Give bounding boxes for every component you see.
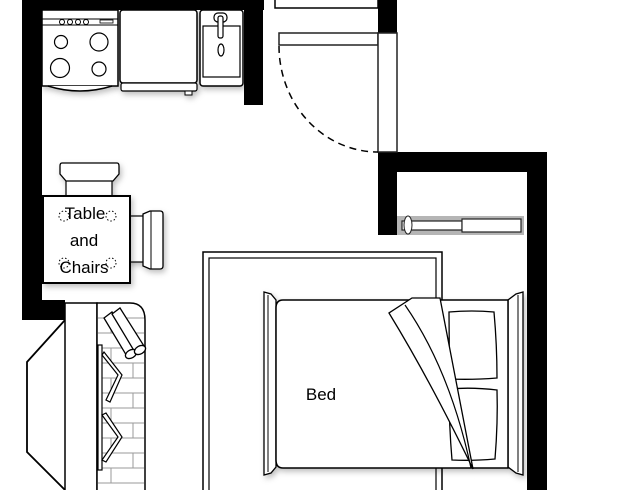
table-label-line1: Table — [65, 204, 106, 223]
wall-right — [527, 152, 547, 490]
walls — [22, 0, 547, 490]
wall-door-jamb — [378, 0, 397, 33]
chair-top — [59, 162, 120, 199]
table-label-line3: Chairs — [59, 258, 108, 277]
pillow-top — [448, 310, 498, 380]
wall-kitchen-right — [244, 0, 263, 105]
closet-rod — [397, 215, 524, 235]
chair-right — [127, 210, 164, 270]
bed-label: Bed — [306, 385, 336, 404]
table — [42, 195, 131, 284]
fireplace-hearth — [26, 319, 66, 490]
door-frame — [278, 32, 379, 46]
bed: Bed — [263, 291, 524, 476]
entry-door[interactable] — [278, 32, 398, 153]
blanket-fold — [388, 297, 474, 470]
sink — [199, 9, 244, 87]
door-panel[interactable] — [377, 32, 398, 153]
table-and-chairs: Table and Chairs — [42, 162, 164, 284]
fireplace — [26, 302, 147, 490]
wall-left — [22, 0, 42, 320]
wall-closet-top — [378, 152, 547, 172]
headboard — [507, 291, 524, 476]
door-swing-arc — [278, 45, 379, 153]
wall-top-kitchen — [22, 0, 264, 10]
wall-closet-left — [378, 152, 397, 235]
firewood-logs — [103, 307, 147, 360]
wall-bottom-left-corner — [22, 300, 65, 320]
refrigerator — [119, 9, 198, 96]
footboard — [263, 291, 277, 476]
window-top — [274, 0, 379, 9]
table-label-line2: and — [70, 231, 98, 250]
stove — [41, 9, 119, 92]
